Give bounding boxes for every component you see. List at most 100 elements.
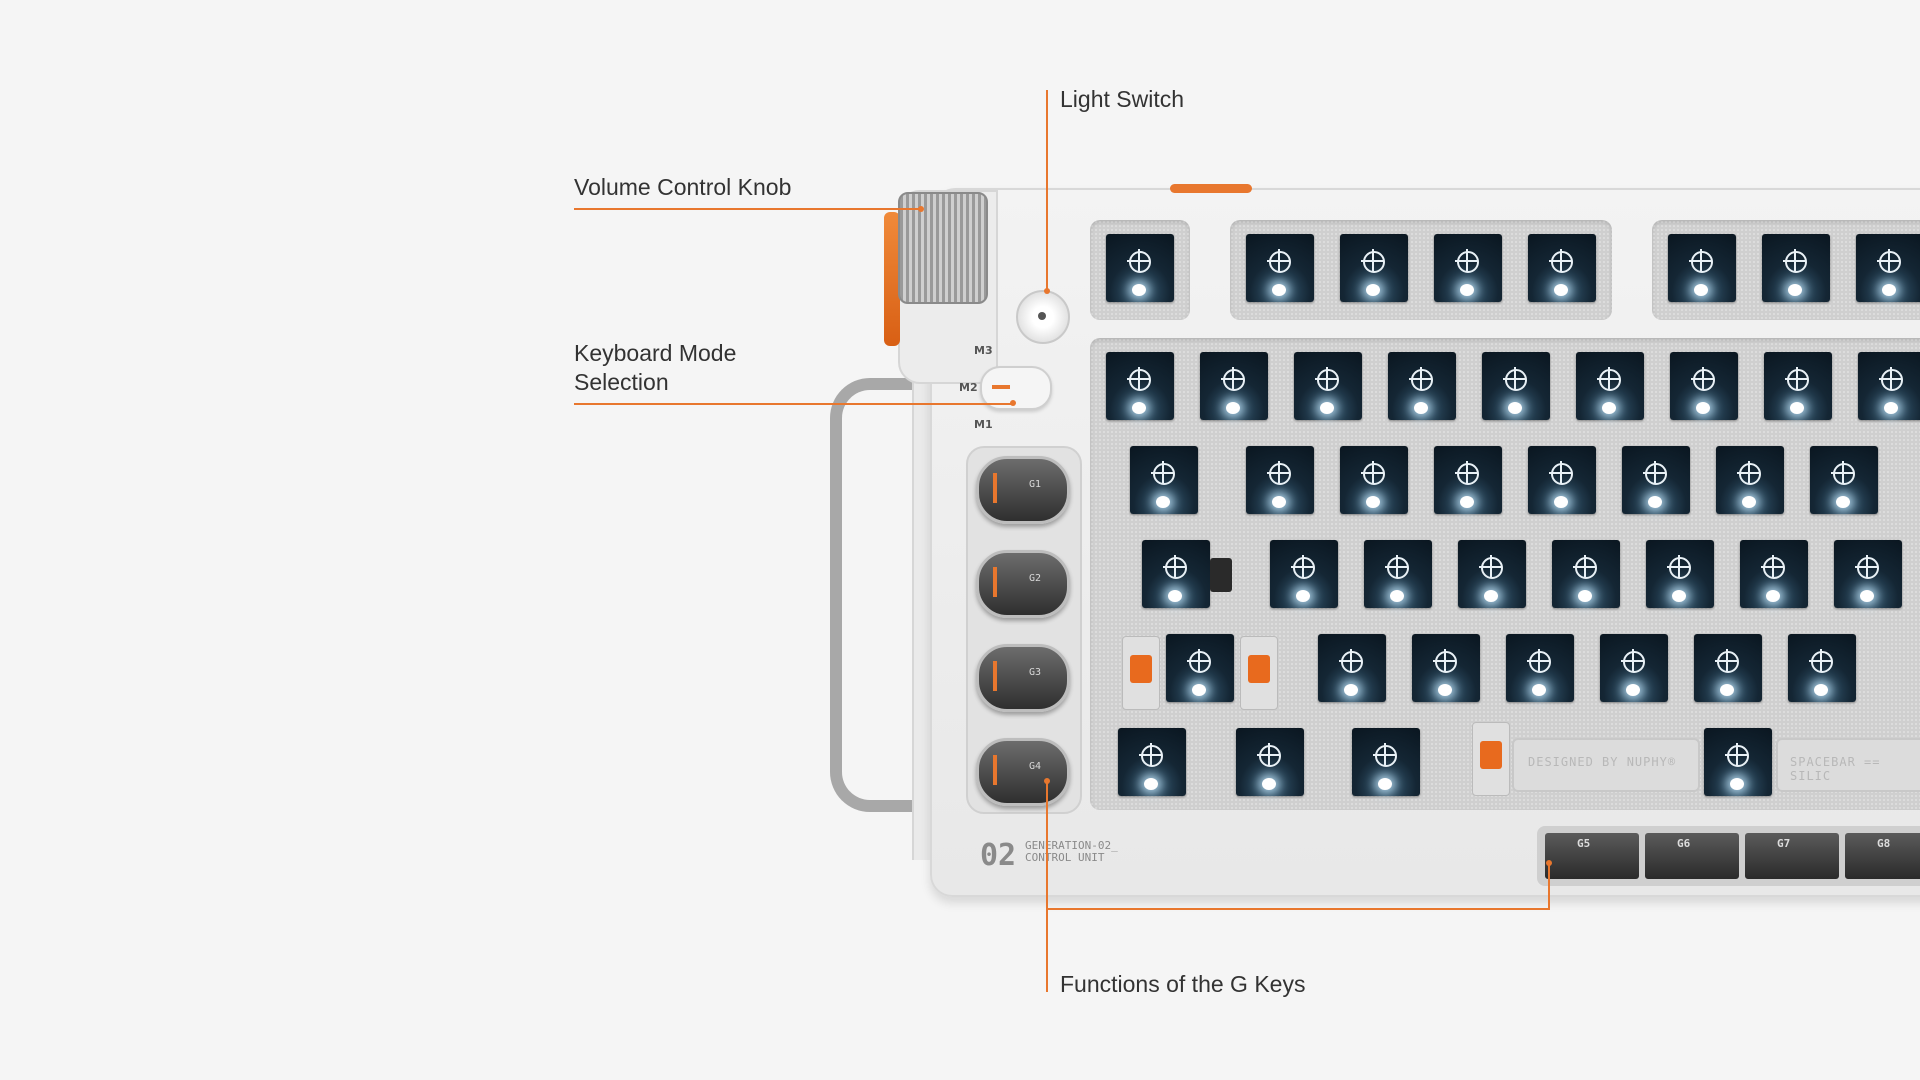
light-switch-knob[interactable] [1016, 290, 1070, 344]
led-light [1554, 496, 1568, 508]
led-light [1378, 778, 1392, 790]
crosshair-icon [1621, 649, 1645, 673]
crosshair-icon [1725, 743, 1749, 767]
key-switch [1236, 728, 1304, 796]
crosshair-icon [1691, 367, 1715, 391]
g2-label: G2 [1029, 573, 1042, 584]
crosshair-icon [1267, 249, 1291, 273]
mode-m3-label: M3 [974, 344, 993, 357]
key-switch [1166, 634, 1234, 702]
key-switch [1694, 634, 1762, 702]
key-switch [1352, 728, 1420, 796]
led-light [1438, 684, 1452, 696]
crosshair-icon [1385, 555, 1409, 579]
key-switch [1270, 540, 1338, 608]
g-keys-dot-bottom [1546, 860, 1552, 866]
generation-text: GENERATION-02_ CONTROL UNIT [1025, 840, 1118, 864]
key-switch [1412, 634, 1480, 702]
g6-label: G6 [1677, 837, 1691, 850]
key-switch [1200, 352, 1268, 420]
g4-label: G4 [1029, 761, 1042, 772]
led-light [1814, 684, 1828, 696]
led-light [1144, 778, 1158, 790]
led-light [1192, 684, 1206, 696]
volume-knob[interactable] [898, 192, 988, 304]
crosshair-icon [1643, 461, 1667, 485]
key-switch [1528, 446, 1596, 514]
led-light [1884, 402, 1898, 414]
crosshair-icon [1877, 249, 1901, 273]
crosshair-icon [1831, 461, 1855, 485]
spacebar-engraving: SPACEBAR == SILIC [1790, 755, 1881, 783]
generation-line-2: CONTROL UNIT [1025, 851, 1105, 864]
g8-label: G8 [1877, 837, 1891, 850]
stabilizer-block [1210, 558, 1232, 592]
led-light [1602, 402, 1616, 414]
key-switch [1506, 634, 1574, 702]
led-light [1414, 402, 1428, 414]
crosshair-icon [1409, 367, 1433, 391]
key-switch [1704, 728, 1772, 796]
g2-key[interactable]: G2 [976, 550, 1070, 618]
g4-key[interactable]: G4 [976, 738, 1070, 806]
g3-key[interactable]: G3 [976, 644, 1070, 712]
led-light [1694, 284, 1708, 296]
crosshair-icon [1267, 461, 1291, 485]
crosshair-icon [1139, 743, 1163, 767]
g-keys-dot [1044, 778, 1050, 784]
led-light [1720, 684, 1734, 696]
led-light [1648, 496, 1662, 508]
mode-label-line2: Selection [574, 369, 669, 395]
led-light [1460, 284, 1474, 296]
led-light [1672, 590, 1686, 602]
crosshair-icon [1809, 649, 1833, 673]
key-switch [1810, 446, 1878, 514]
led-light [1272, 496, 1286, 508]
led-light [1836, 496, 1850, 508]
led-light [1366, 496, 1380, 508]
exposed-switch [1240, 636, 1278, 710]
g8-key[interactable]: G8 [1842, 830, 1920, 882]
crosshair-icon [1163, 555, 1187, 579]
g1-key[interactable]: G1 [976, 456, 1070, 524]
crosshair-icon [1527, 649, 1551, 673]
led-light [1460, 496, 1474, 508]
led-light [1508, 402, 1522, 414]
key-switch [1646, 540, 1714, 608]
g-keys-label: Functions of the G Keys [1060, 971, 1306, 997]
crosshair-icon [1221, 367, 1245, 391]
led-light [1132, 284, 1146, 296]
led-light [1730, 778, 1744, 790]
key-switch [1340, 446, 1408, 514]
crosshair-icon [1715, 649, 1739, 673]
key-switch [1246, 446, 1314, 514]
mode-selector-switch[interactable] [980, 366, 1052, 410]
crosshair-icon [1879, 367, 1903, 391]
spacebar-plate-right [1776, 738, 1920, 792]
crosshair-icon [1361, 249, 1385, 273]
designed-by-engraving: DESIGNED BY NUPHY® [1528, 755, 1677, 769]
led-light [1578, 590, 1592, 602]
crosshair-icon [1597, 367, 1621, 391]
generation-logo: 02 [980, 838, 1017, 873]
led-light [1766, 590, 1780, 602]
led-light [1272, 284, 1286, 296]
crosshair-icon [1667, 555, 1691, 579]
g7-key[interactable]: G7 [1742, 830, 1842, 882]
crosshair-icon [1549, 461, 1573, 485]
volume-knob-dot [918, 206, 924, 212]
g5-label: G5 [1577, 837, 1591, 850]
light-switch-label: Light Switch [1060, 86, 1185, 112]
g3-label: G3 [1029, 667, 1042, 678]
crosshair-icon [1549, 249, 1573, 273]
g-keys-leader-up [1548, 862, 1550, 910]
key-switch [1118, 728, 1186, 796]
led-light [1860, 590, 1874, 602]
crosshair-icon [1361, 461, 1385, 485]
mode-leader [574, 403, 1014, 405]
crosshair-icon [1339, 649, 1363, 673]
g6-key[interactable]: G6 [1642, 830, 1742, 882]
volume-knob-leader [574, 208, 922, 210]
key-switch [1434, 234, 1502, 302]
g5-key[interactable]: G5 [1542, 830, 1642, 882]
